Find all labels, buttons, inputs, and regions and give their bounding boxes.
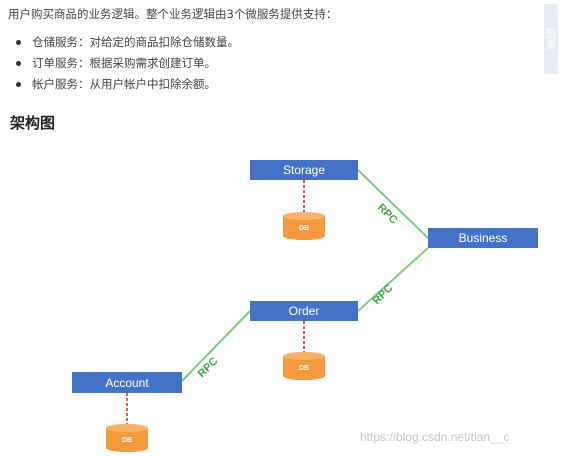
rpc-label-storage-business: RPC	[375, 202, 400, 227]
rpc-label-account-order: RPC	[196, 355, 221, 380]
service-item-order: 订单服务：根据采购需求创建订单。	[14, 53, 239, 74]
node-order: Order	[250, 301, 358, 321]
edge-storage-business	[357, 169, 429, 239]
service-item-storage: 仓储服务：对给定的商品扣除仓储数量。	[14, 32, 239, 53]
node-account-label: Account	[105, 376, 149, 390]
db-icon-order: DB	[283, 352, 325, 380]
architecture-heading: 架构图	[10, 114, 56, 132]
node-storage-label: Storage	[283, 163, 325, 177]
node-order-label: Order	[289, 304, 320, 318]
edge-account-order	[181, 310, 251, 382]
db-label-order: DB	[299, 365, 309, 372]
db-icon-account: DB	[106, 424, 148, 452]
rpc-label-order-business: RPC	[371, 282, 396, 307]
side-strip[interactable]: 目录	[544, 4, 558, 74]
db-icon-storage: DB	[283, 212, 325, 240]
edge-order-business	[357, 247, 429, 312]
intro-text: 用户购买商品的业务逻辑。整个业务逻辑由3个微服务提供支持：	[8, 7, 338, 21]
service-list: 仓储服务：对给定的商品扣除仓储数量。 订单服务：根据采购需求创建订单。 帐户服务…	[14, 32, 239, 95]
node-business-label: Business	[459, 231, 508, 245]
db-label-account: DB	[122, 437, 132, 444]
node-business: Business	[428, 228, 538, 248]
service-item-account: 帐户服务：从用户帐户中扣除余额。	[14, 74, 239, 95]
db-label-storage: DB	[299, 225, 309, 232]
node-storage: Storage	[250, 160, 358, 180]
watermark-text: https://blog.csdn.net/tian__c	[360, 430, 510, 444]
node-account: Account	[72, 372, 182, 393]
